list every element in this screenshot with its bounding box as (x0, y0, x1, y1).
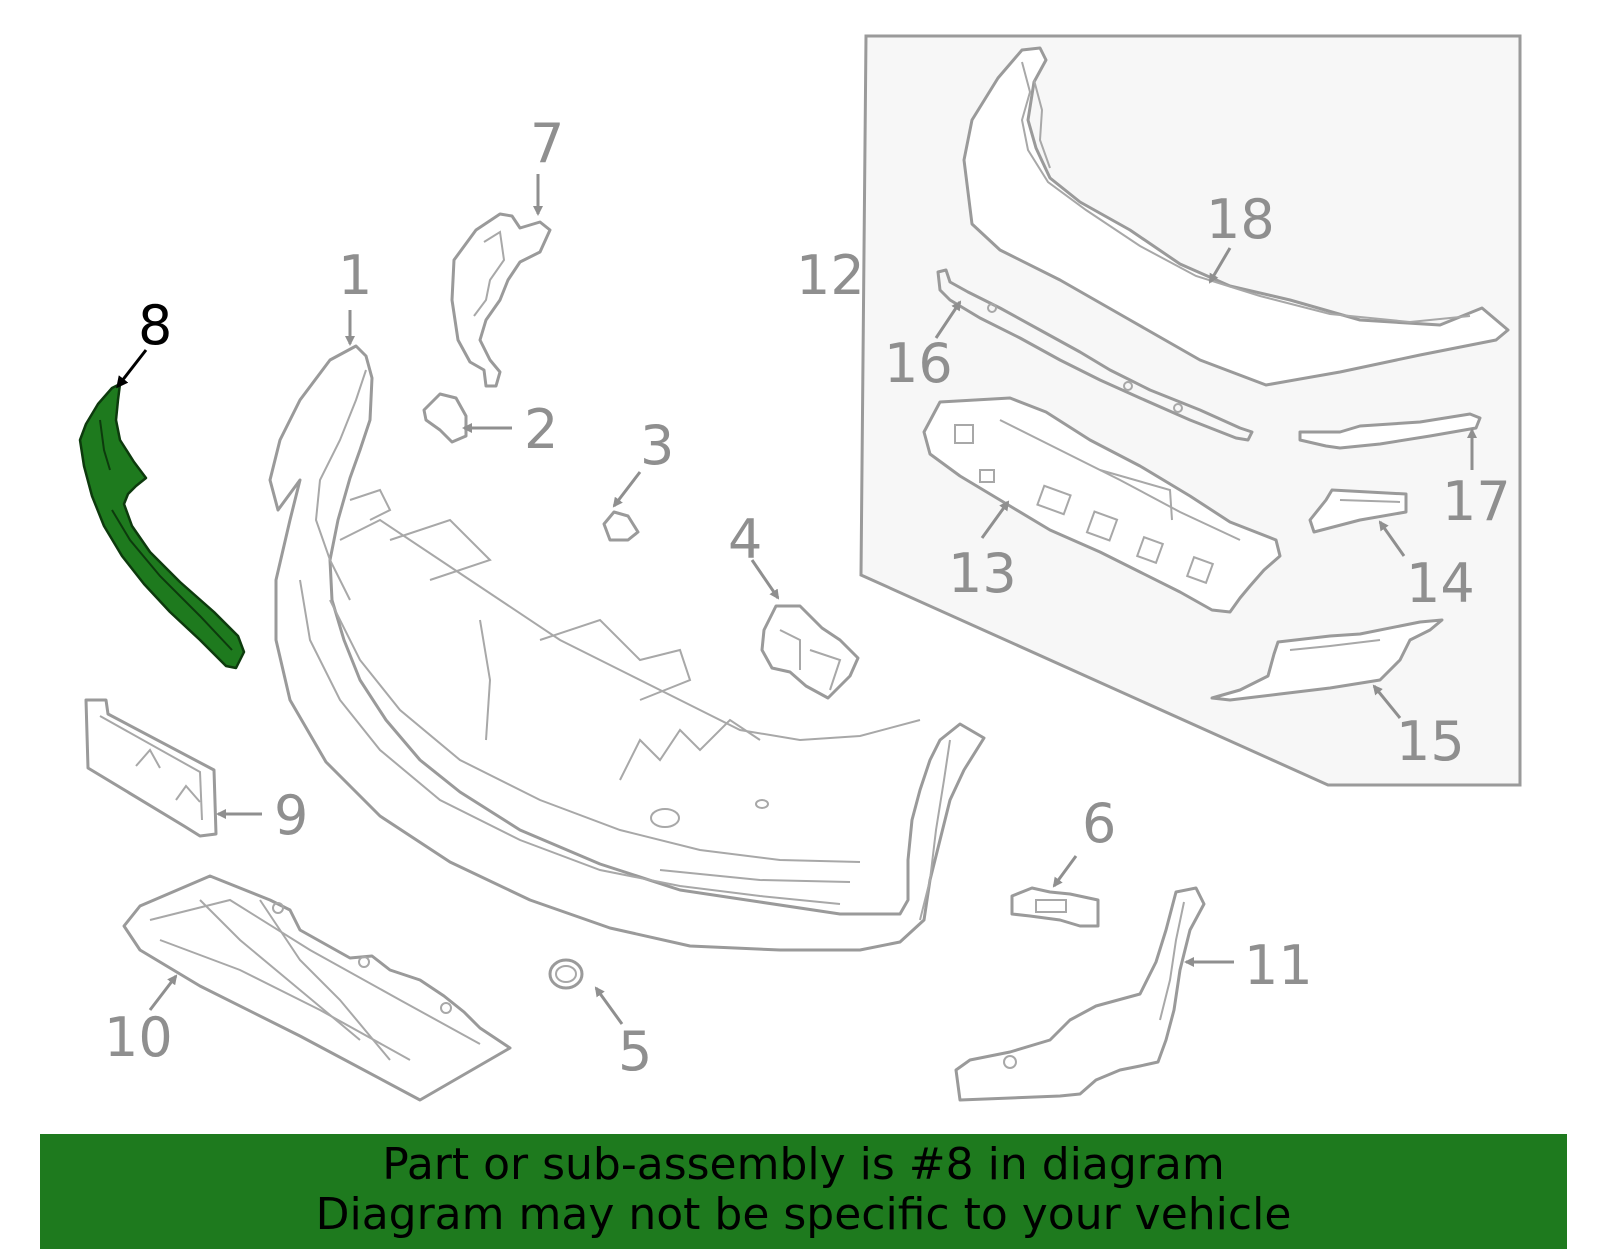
part-10-under-cover[interactable] (122, 874, 512, 1102)
part-2-clip[interactable] (422, 392, 468, 444)
callout-17[interactable]: 17 (1442, 470, 1511, 533)
leader-10 (148, 974, 178, 1011)
part-13-center-bracket[interactable] (922, 396, 1282, 614)
part-8-side-trim-highlighted[interactable] (78, 382, 246, 670)
part-1-bumper-cover[interactable] (268, 344, 986, 952)
leader-16 (934, 300, 962, 339)
banner-line-part-number: Part or sub-assembly is #8 in diagram (382, 1139, 1225, 1190)
callout-2[interactable]: 2 (524, 398, 558, 461)
banner-line-disclaimer: Diagram may not be specific to your vehi… (315, 1189, 1292, 1240)
callout-3[interactable]: 3 (640, 414, 674, 477)
callout-12[interactable]: 12 (796, 244, 865, 307)
leader-lines (116, 174, 1477, 1025)
leader-4 (750, 559, 780, 600)
callout-7[interactable]: 7 (530, 112, 564, 175)
callout-4[interactable]: 4 (728, 508, 762, 571)
leader-5 (594, 986, 624, 1025)
leader-8 (116, 349, 148, 389)
callout-1[interactable]: 1 (338, 244, 372, 307)
part-9-license-bracket[interactable] (84, 698, 218, 838)
part-5-grommet[interactable] (548, 958, 584, 990)
info-banner: Part or sub-assembly is #8 in diagram Di… (40, 1134, 1567, 1249)
part-15-lower-bracket[interactable] (1210, 618, 1444, 702)
callout-8[interactable]: 8 (138, 294, 172, 357)
callout-5[interactable]: 5 (618, 1020, 652, 1083)
callout-14[interactable]: 14 (1406, 552, 1475, 615)
callout-6[interactable]: 6 (1082, 792, 1116, 855)
callout-9[interactable]: 9 (274, 784, 308, 847)
part-7-side-bracket[interactable] (450, 212, 552, 388)
leader-6 (1052, 855, 1078, 888)
leader-15 (1372, 684, 1402, 719)
leader-14 (1378, 520, 1406, 557)
leader-13 (980, 500, 1010, 539)
leader-3 (612, 471, 642, 508)
callout-13[interactable]: 13 (948, 542, 1017, 605)
part-4-bracket[interactable] (760, 604, 860, 700)
callout-15[interactable]: 15 (1396, 710, 1465, 773)
callout-16[interactable]: 16 (884, 332, 953, 395)
part-18-upper-cover[interactable] (962, 46, 1510, 387)
part-16-rail-bracket[interactable] (936, 268, 1254, 442)
callout-10[interactable]: 10 (104, 1006, 173, 1069)
callout-18[interactable]: 18 (1206, 188, 1275, 251)
part-6-clip-bracket[interactable] (1010, 886, 1100, 928)
callout-labels: 1 2 3 4 5 6 7 8 9 10 11 12 13 14 15 16 1… (104, 112, 1511, 1083)
part-11-side-bracket[interactable] (954, 886, 1206, 1102)
part-14-bracket[interactable] (1308, 488, 1408, 534)
callout-11[interactable]: 11 (1244, 934, 1313, 997)
part-3-clip[interactable] (602, 510, 640, 542)
leader-18 (1208, 247, 1232, 284)
